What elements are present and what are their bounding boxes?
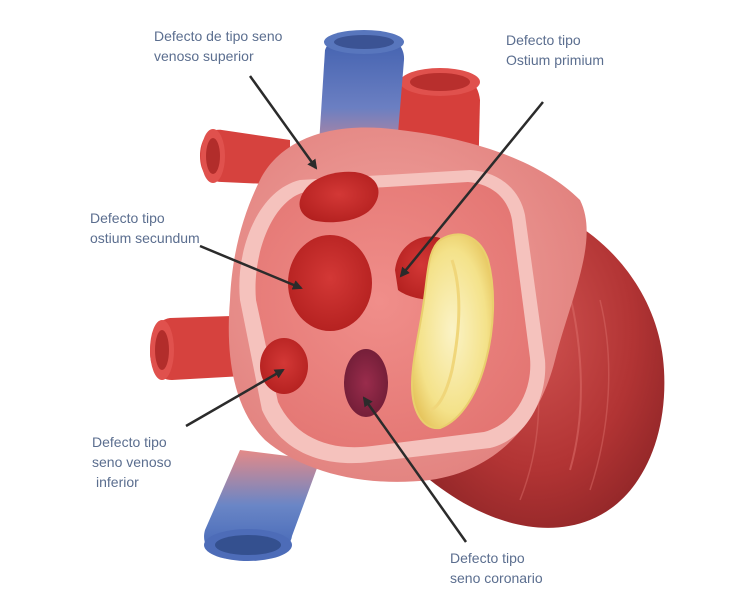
arrow-inferior-sinus-venosus — [185, 368, 285, 428]
label-line: seno venoso — [92, 454, 172, 470]
label-inferior-sinus-venosus: Defecto tipo seno venoso inferior — [92, 432, 171, 492]
label-line: Defecto tipo — [506, 32, 581, 48]
label-line: inferior — [96, 474, 139, 490]
label-line: seno coronario — [450, 570, 543, 586]
arrow-coronary-sinus — [362, 396, 468, 543]
label-line: Defecto tipo — [90, 210, 165, 226]
label-line: Defecto tipo — [92, 434, 167, 450]
ostium-secundum-hole — [288, 235, 372, 331]
arrow-ostium-secundum — [199, 244, 303, 290]
label-ostium-primum: Defecto tipo Ostium primium — [506, 30, 604, 70]
label-line: Defecto de tipo seno — [154, 28, 283, 44]
label-coronary-sinus: Defecto tipo seno coronario — [450, 548, 543, 588]
label-superior-sinus-venosus: Defecto de tipo seno venoso superior — [154, 26, 282, 66]
label-line: ostium secundum — [90, 230, 200, 246]
label-ostium-secundum: Defecto tipo ostium secundum — [90, 208, 200, 248]
superior-sinus-venosus-hole — [299, 171, 379, 223]
label-line: Ostium primium — [506, 52, 605, 68]
inferior-sinus-venosus-hole — [260, 338, 308, 394]
av-valve — [410, 233, 495, 430]
coronary-sinus-hole — [344, 349, 388, 417]
arrow-superior-sinus-venosus — [248, 75, 318, 170]
label-line: venoso superior — [154, 48, 254, 64]
label-line: Defecto tipo — [450, 550, 525, 566]
arrow-ostium-primum — [399, 101, 544, 278]
